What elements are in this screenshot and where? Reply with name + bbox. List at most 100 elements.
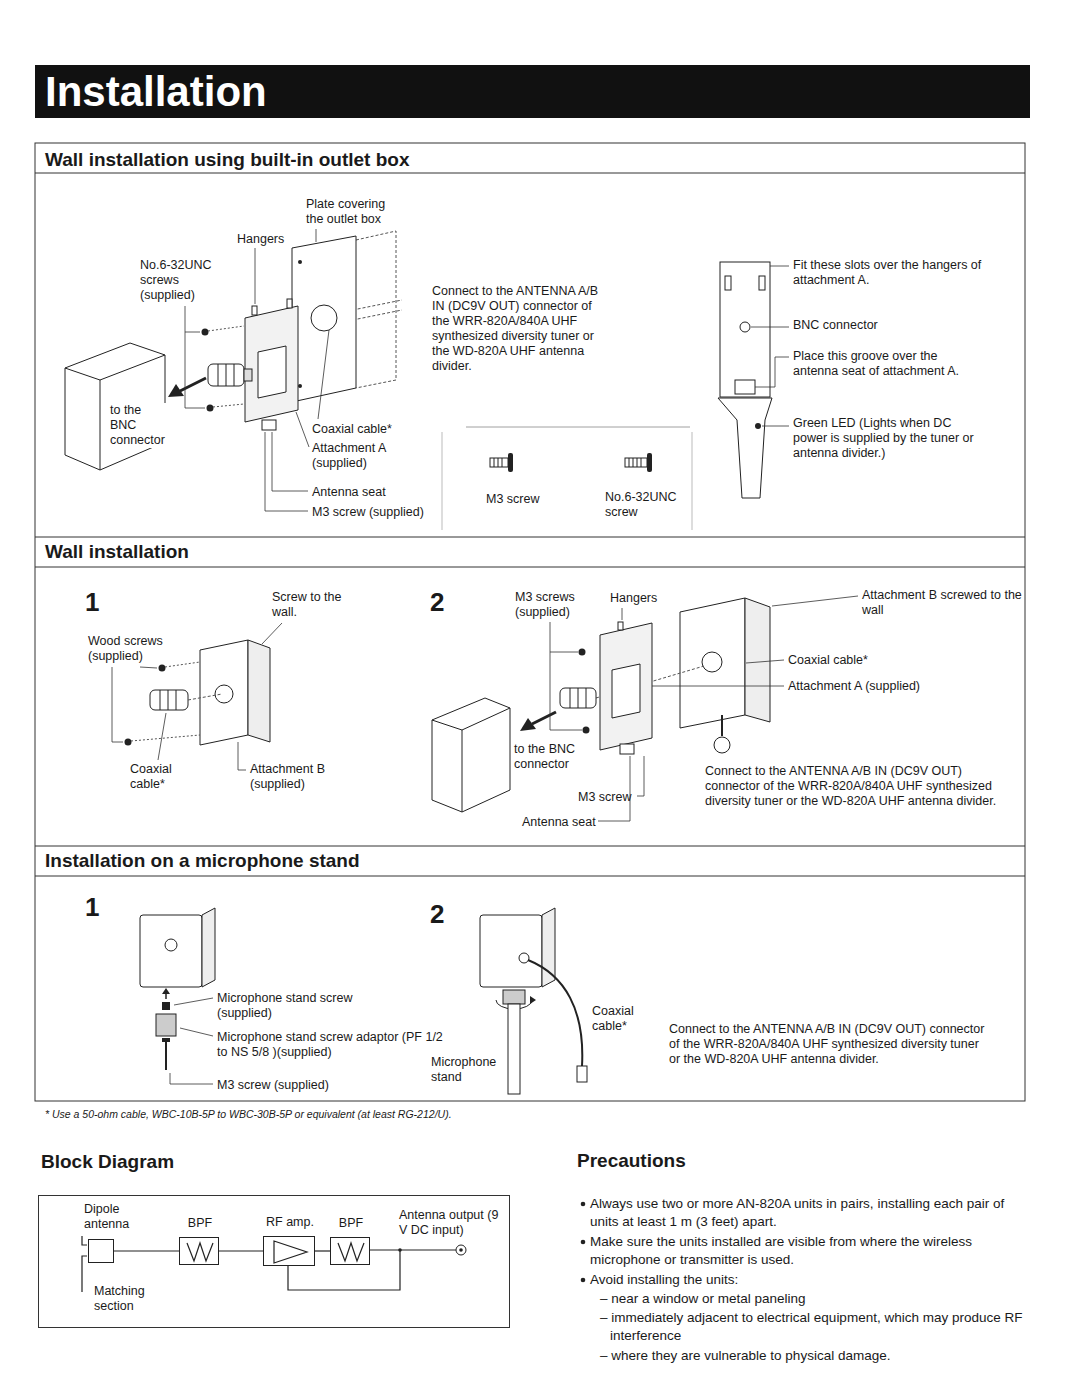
leader-line — [652, 686, 784, 687]
attachment-cutout — [612, 664, 640, 718]
wood-screw — [125, 739, 132, 746]
section-rule — [35, 846, 1025, 847]
callout-label: Antenna seat — [522, 815, 596, 830]
callout-label: Coaxial cable* — [130, 762, 180, 792]
cable-connector — [577, 1066, 587, 1082]
led — [755, 423, 761, 429]
footnote: * Use a 50-ohm cable, WBC-10B-5P to WBC-… — [45, 1108, 452, 1121]
coaxial-cable — [721, 715, 723, 736]
bullet — [581, 1278, 586, 1283]
precaution-subitem: – near a window or metal paneling — [600, 1290, 1045, 1308]
leader-line — [598, 756, 630, 821]
callout-label: Microphone stand — [431, 1055, 503, 1085]
signal-line — [315, 1250, 330, 1251]
callout-label: Plate covering the outlet box — [306, 197, 406, 227]
direction-arrow — [520, 718, 536, 731]
wood-screw — [159, 665, 166, 672]
divider-line — [692, 432, 693, 530]
bnc-connector — [150, 690, 188, 710]
step-number: 2 — [430, 900, 444, 928]
component-symbol — [331, 1238, 369, 1264]
step-number: 1 — [85, 588, 99, 616]
leader-line — [272, 432, 308, 491]
coaxial-cable — [188, 694, 222, 700]
rotation-arrow — [530, 996, 536, 1004]
screw-hole — [298, 260, 302, 264]
leader-line — [318, 330, 329, 419]
section-rule — [35, 567, 1025, 568]
callout-label: Green LED (Lights when DC power is suppl… — [793, 416, 978, 461]
box-hole — [215, 685, 233, 703]
connection-note: Connect to the ANTENNA A/B IN (DC9V OUT)… — [432, 284, 612, 374]
box-hole — [702, 652, 722, 672]
attachment-b — [745, 598, 770, 722]
callout-label: Attachment B (supplied) — [250, 762, 350, 792]
dipole-antenna — [82, 1236, 87, 1245]
rf-amp-box: RF amp. — [263, 1236, 315, 1266]
leader-line — [751, 327, 789, 328]
screw — [202, 329, 209, 336]
callout-label: Screw to the wall. — [272, 590, 342, 620]
output-wire — [369, 1249, 456, 1250]
screw-hole — [298, 384, 302, 388]
leader-line — [238, 742, 246, 770]
antenna-seat — [620, 744, 634, 754]
section-frame — [35, 143, 1025, 1101]
callout-label: M3 screws (supplied) — [515, 590, 590, 620]
node-label: BPF — [321, 1216, 381, 1231]
hanger — [618, 622, 623, 630]
outlet-plate — [292, 236, 356, 402]
direction-arrow — [532, 712, 556, 724]
slot — [725, 276, 731, 290]
part-name: No.6-32UNC screw — [605, 490, 685, 520]
callout-label: Hangers — [610, 591, 657, 606]
junction-dot — [398, 1248, 402, 1252]
section-heading: Wall installation using built-in outlet … — [45, 149, 410, 171]
callout-label: No.6-32UNC screws (supplied) — [140, 258, 230, 303]
section-heading: Wall installation — [45, 541, 189, 563]
direction-arrow — [180, 378, 206, 391]
antenna-unit — [432, 698, 510, 812]
unit-front-view — [720, 262, 770, 397]
screw — [583, 727, 590, 734]
outlet-box — [356, 231, 396, 388]
callout-label: M3 screw (supplied) — [217, 1078, 329, 1093]
callout-label: Attachment B screwed to the wall — [862, 588, 1022, 618]
section-heading: Installation on a microphone stand — [45, 850, 360, 872]
m3-screw-icon — [508, 453, 513, 472]
callout-label: Attachment A (supplied) — [312, 441, 402, 471]
matching-section-box: Matching section — [88, 1239, 114, 1263]
direction-arrow — [162, 988, 170, 994]
component-symbol — [338, 1243, 364, 1261]
unc-screw-icon — [625, 458, 647, 467]
antenna-unit — [432, 708, 510, 812]
leader-line — [174, 998, 213, 1005]
leader-line — [637, 756, 644, 796]
unc-screw-icon — [647, 453, 652, 472]
node-label: BPF — [170, 1216, 230, 1231]
bnc-connector — [519, 953, 529, 963]
section-rule — [35, 173, 1025, 174]
hanger — [252, 306, 257, 315]
leader-line — [255, 248, 256, 304]
bnc-connector — [244, 369, 252, 381]
direction-arrow — [168, 384, 184, 397]
callout-label: Place this groove over the antenna seat … — [793, 349, 963, 379]
leader-line — [262, 623, 282, 644]
leader-line — [772, 596, 858, 606]
callout-label: Fit these slots over the hangers of atta… — [793, 258, 983, 288]
plate-hole — [311, 305, 337, 331]
section-rule — [35, 876, 1025, 877]
m3-screw — [165, 1040, 167, 1070]
leader-line — [550, 622, 582, 730]
leader-line — [180, 1028, 213, 1036]
antenna-unit — [480, 915, 542, 987]
component-symbol — [187, 1243, 213, 1261]
antenna-unit — [140, 915, 202, 987]
microphone-stand — [508, 1004, 520, 1094]
screw-path — [165, 662, 200, 667]
groove — [735, 380, 755, 394]
screw-path — [131, 735, 200, 741]
connection-note: Connect to the ANTENNA A/B IN (DC9V OUT)… — [669, 1022, 989, 1067]
precaution-subitem: – where they are vulnerable to physical … — [600, 1347, 1045, 1365]
